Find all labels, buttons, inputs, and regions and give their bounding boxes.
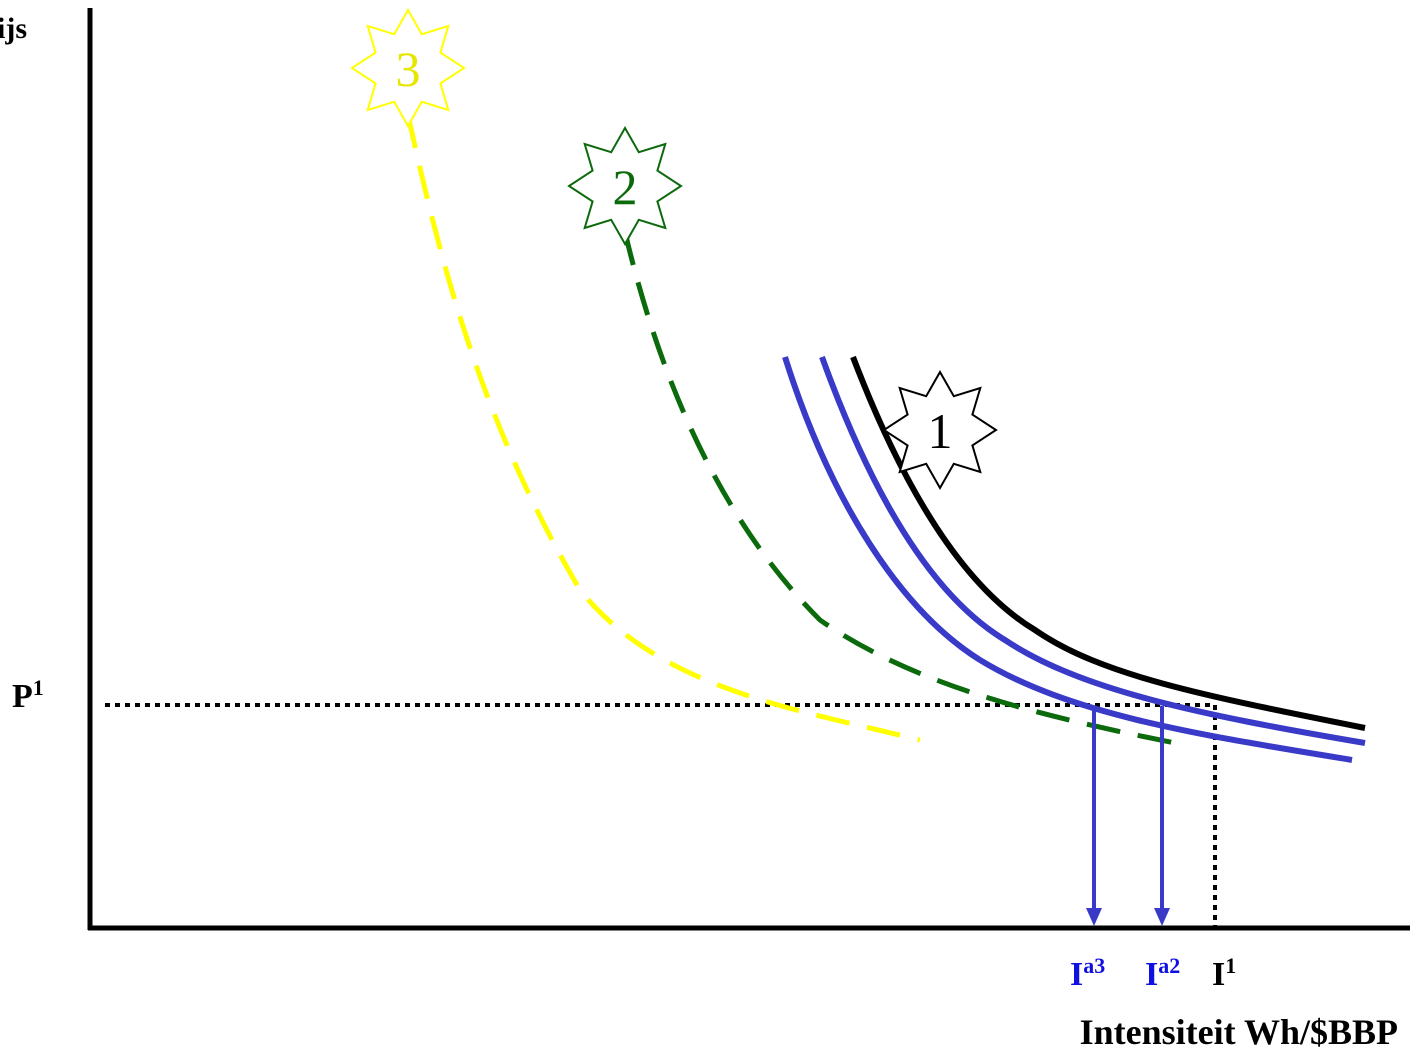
i1-sup: 1 <box>1225 953 1236 978</box>
i1-base: I <box>1212 956 1225 993</box>
badge-1: 1 <box>882 369 998 491</box>
ia2-base: I <box>1145 956 1158 993</box>
ia2-label: Ia2 <box>1145 953 1180 993</box>
curve-3 <box>405 114 921 743</box>
badge-2: 2 <box>567 125 683 247</box>
shifted-curve-a2 <box>819 355 1366 746</box>
ia2-sup: a2 <box>1158 953 1180 978</box>
badge-3: 3 <box>350 7 466 129</box>
curve-2 <box>622 231 1186 748</box>
ia3-sup: a3 <box>1083 953 1105 978</box>
shifted-curve-a3 <box>782 356 1353 763</box>
badge-2-label: 2 <box>613 159 638 215</box>
y-axis-label: ijs <box>0 12 27 45</box>
p1-sup: 1 <box>33 675 44 700</box>
badge-3-label: 3 <box>396 41 421 97</box>
arrow-ia3 <box>1086 708 1102 926</box>
ia3-label: Ia3 <box>1070 953 1105 993</box>
ia3-base: I <box>1070 956 1083 993</box>
i1-label: I1 <box>1212 953 1236 993</box>
p1-label: P1 <box>12 675 44 715</box>
arrow-ia2 <box>1154 706 1170 926</box>
x-axis-label: Intensiteit Wh/$BBP <box>1080 1012 1398 1052</box>
p1-base: P <box>12 678 33 715</box>
badge-1-label: 1 <box>928 403 953 459</box>
